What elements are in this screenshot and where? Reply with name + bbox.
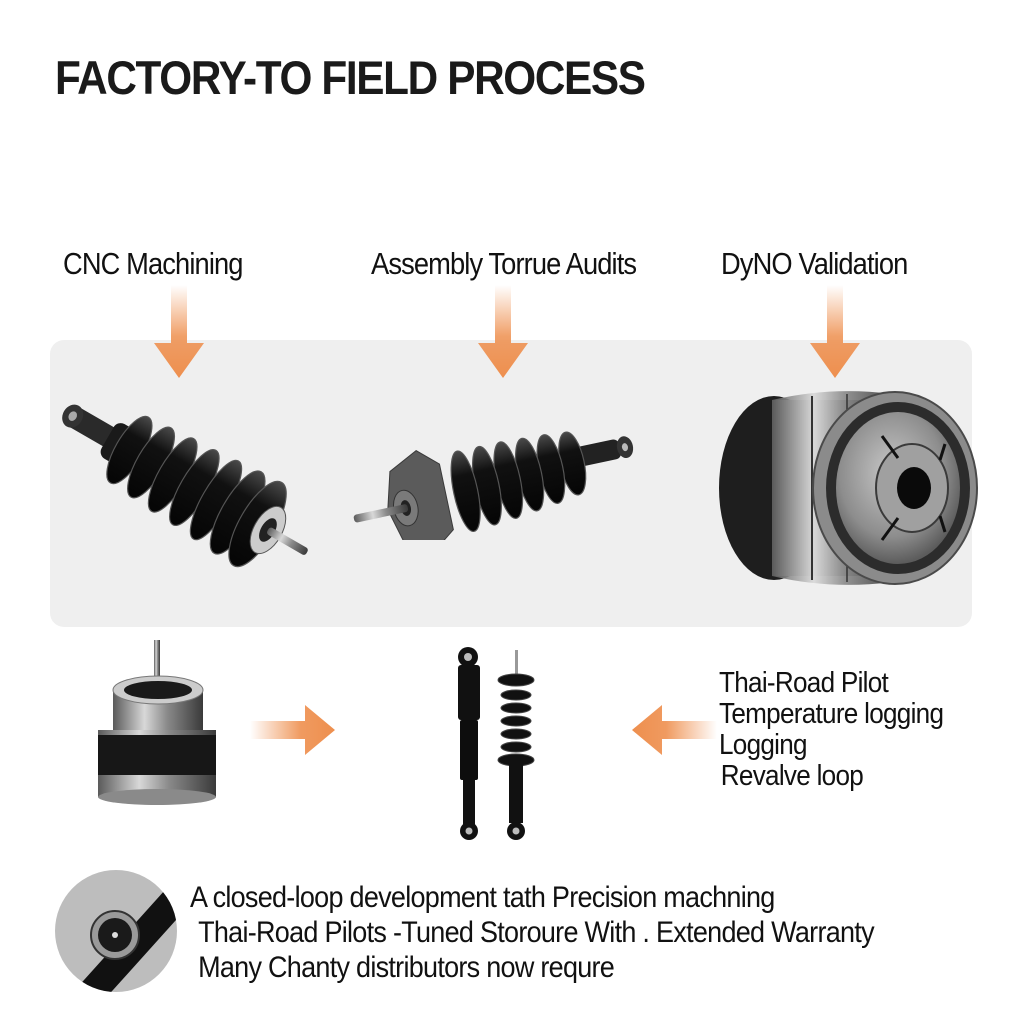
shock-eyelet-icon: [75, 890, 177, 992]
damper-cartridge-image: [719, 391, 978, 585]
arrow-down-icon: [810, 285, 860, 378]
shock-pair-image: [458, 647, 535, 840]
field-note: Thai-Road Pilot: [719, 667, 889, 699]
stage-label-cnc-machining: CNC Machining: [63, 246, 243, 281]
arrow-down-icon: [154, 285, 204, 378]
page-title: FACTORY-TO FIELD PROCESS: [55, 51, 646, 104]
arrow-left-icon: [632, 705, 717, 755]
summary-line: Many Chanty distributors now requre: [198, 951, 615, 984]
summary-text: A closed-loop development tath Precision…: [190, 880, 950, 985]
summary-line: Thai-Road Pilots -Tuned Storoure With . …: [198, 916, 874, 949]
field-note: Revalve loop: [720, 760, 864, 792]
arrow-right-icon: [250, 705, 335, 755]
field-note: Temperature logging: [719, 698, 944, 730]
summary-line: A closed-loop development tath Precision…: [190, 881, 775, 914]
stage-label-assembly-audits: Assembly Torrue Audits: [371, 246, 637, 281]
shock-eyelet-thumbnail: [55, 870, 177, 992]
piston-cartridge-image: [98, 640, 216, 805]
coilover-shock-image: [62, 404, 308, 568]
stage-label-dyno-validation: DyNO Validation: [721, 246, 908, 281]
field-note: Logging: [719, 729, 808, 761]
flange-coilover-image: [353, 431, 634, 540]
field-notes: Thai-Road Pilot Temperature logging Logg…: [719, 668, 968, 792]
arrow-down-icon: [478, 285, 528, 378]
